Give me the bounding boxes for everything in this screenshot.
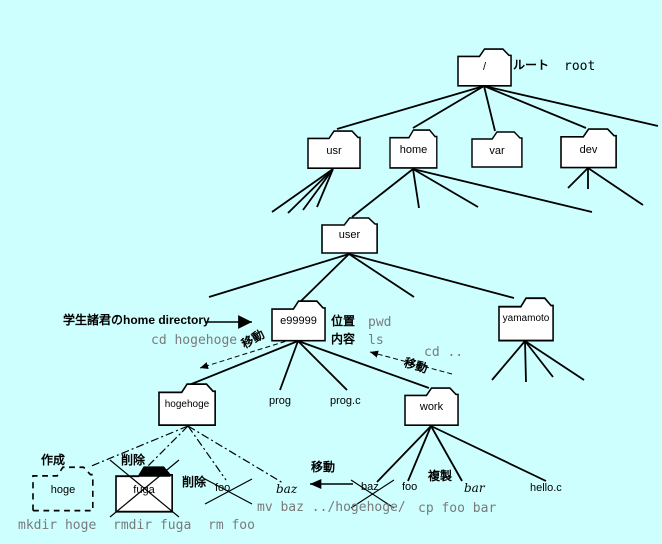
file-baz-moved-label: baz bbox=[276, 482, 298, 496]
pwd-label: 位置 bbox=[331, 314, 356, 328]
file-bar-label: bar bbox=[464, 481, 485, 495]
cd-hogehoge-arrow bbox=[199, 338, 294, 370]
file-prog-c-label: prog.c bbox=[330, 395, 361, 407]
file-hello-c-label: hello.c bbox=[530, 482, 562, 494]
cp-command: cp foo bar bbox=[418, 501, 497, 516]
pwd-command: pwd bbox=[368, 315, 392, 330]
file-foo-deleted-label: foo bbox=[215, 482, 231, 494]
move-arrows bbox=[199, 315, 453, 490]
folder-fuga-label: fuga bbox=[133, 484, 155, 496]
rmdir-command: rmdir fuga bbox=[113, 518, 192, 533]
delete-cross-foo bbox=[204, 478, 253, 505]
cd-up-command: cd .. bbox=[424, 345, 464, 360]
folder-hoge-label: hoge bbox=[50, 484, 76, 496]
delete-foo-label: 削除 bbox=[182, 475, 207, 489]
folder-hogehoge-label: hogehoge bbox=[164, 399, 210, 410]
move-cross-baz bbox=[350, 479, 395, 509]
tree-edges bbox=[188, 85, 659, 483]
cd-up-arrow bbox=[369, 350, 453, 375]
folder-yamamoto-label: yamamoto bbox=[502, 313, 550, 324]
ls-command: ls bbox=[368, 333, 384, 348]
rm-command: rm foo bbox=[208, 518, 255, 533]
folder-work-label: work bbox=[419, 401, 444, 413]
folder-e99999-label: e99999 bbox=[280, 315, 317, 327]
folder-var-label: var bbox=[489, 145, 505, 157]
folder-home-label: home bbox=[399, 144, 428, 156]
folder-user-label: user bbox=[338, 229, 361, 241]
mv-command: mv baz ../hogehoge/ bbox=[257, 500, 406, 515]
copy-label: 複製 bbox=[428, 469, 453, 483]
ls-label: 内容 bbox=[331, 332, 356, 346]
delete-fuga-label: 削除 bbox=[121, 453, 146, 467]
folder-root-label: / bbox=[482, 61, 487, 73]
home-directory-note: 学生諸君のhome directory bbox=[63, 313, 210, 327]
file-baz-original-label: baz bbox=[361, 481, 379, 493]
create-label: 作成 bbox=[41, 453, 66, 467]
delete-cross-fuga bbox=[109, 459, 180, 518]
folder-usr-label: usr bbox=[326, 145, 342, 157]
file-foo-label: foo bbox=[402, 481, 418, 493]
root-note-en: root bbox=[564, 59, 596, 74]
root-note-jp: ルート bbox=[513, 58, 550, 72]
cd-hogehoge-command: cd hogehoge bbox=[151, 333, 238, 348]
hogehoge-edges bbox=[88, 425, 284, 484]
move-bottom-label: 移動 bbox=[311, 460, 336, 474]
folder-dev-label: dev bbox=[579, 144, 598, 156]
file-prog-label: prog bbox=[269, 395, 292, 407]
mkdir-command: mkdir hoge bbox=[18, 518, 97, 533]
